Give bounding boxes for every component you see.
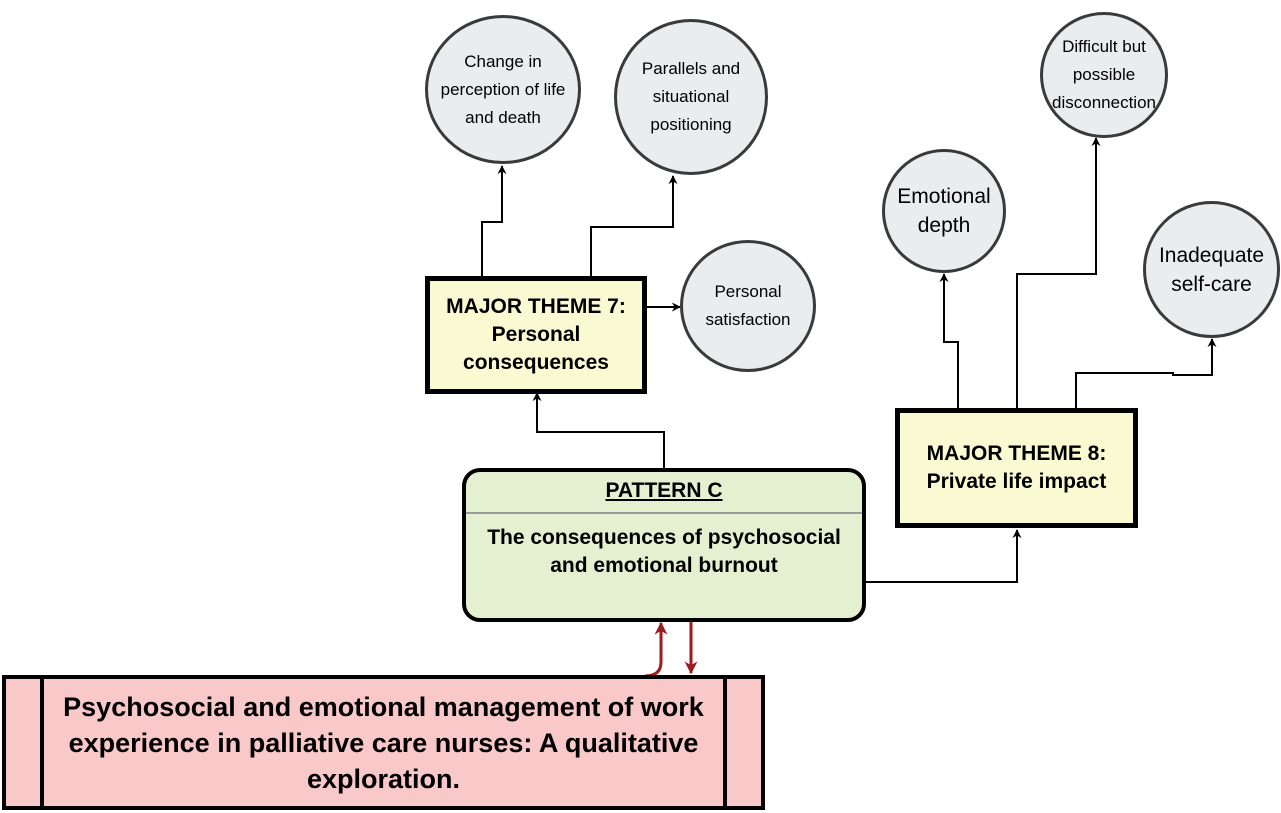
subtheme-parallels-positioning: Parallels and situational positioning — [614, 19, 768, 175]
pattern-divider — [466, 512, 862, 514]
subtheme-label: Personal satisfaction — [705, 282, 791, 329]
connector-pattern-to-theme8 — [866, 529, 1022, 583]
main-topic-title: Psychosocial and emotional management of… — [63, 691, 704, 794]
subtheme-inadequate-self-care: Inadequate self-care — [1143, 201, 1280, 338]
arrow-main-to-pattern — [644, 621, 668, 678]
subtheme-label: Inadequate self-care — [1158, 243, 1265, 296]
subtheme-disconnection: Difficult but possible disconnection — [1040, 12, 1168, 138]
connector-theme7-to-change-perception — [481, 165, 507, 276]
main-topic-box: Psychosocial and emotional management of… — [2, 675, 765, 810]
subtheme-label: Parallels and situational positioning — [641, 59, 741, 134]
subtheme-label: Emotional depth — [897, 185, 991, 237]
major-theme-label: MAJOR THEME 8: Private life impact — [926, 442, 1107, 493]
main-topic-right-bar — [723, 679, 727, 806]
subtheme-label: Difficult but possible disconnection — [1052, 37, 1156, 112]
subtheme-personal-satisfaction: Personal satisfaction — [680, 240, 816, 372]
connector-pattern-to-theme7 — [532, 392, 665, 468]
major-theme-8: MAJOR THEME 8: Private life impact — [895, 408, 1138, 528]
major-theme-7: MAJOR THEME 7: Personal consequences — [425, 276, 647, 394]
connector-theme8-to-disconnection — [1016, 137, 1101, 408]
major-theme-label: MAJOR THEME 7: Personal consequences — [446, 295, 626, 374]
pattern-box: PATTERN C The consequences of psychosoci… — [462, 468, 866, 622]
pattern-description: The consequences of psychosocial and emo… — [487, 526, 841, 577]
subtheme-label: Change in perception of life and death — [440, 51, 566, 127]
subtheme-emotional-depth: Emotional depth — [882, 149, 1006, 273]
connector-theme8-to-emotional-depth — [939, 273, 959, 408]
subtheme-change-perception: Change in perception of life and death — [425, 15, 581, 164]
connector-theme8-to-self-care — [1075, 338, 1217, 408]
main-topic-left-bar — [40, 679, 44, 806]
pattern-title: PATTERN C — [605, 479, 723, 502]
connector-theme7-to-parallels — [590, 175, 678, 276]
